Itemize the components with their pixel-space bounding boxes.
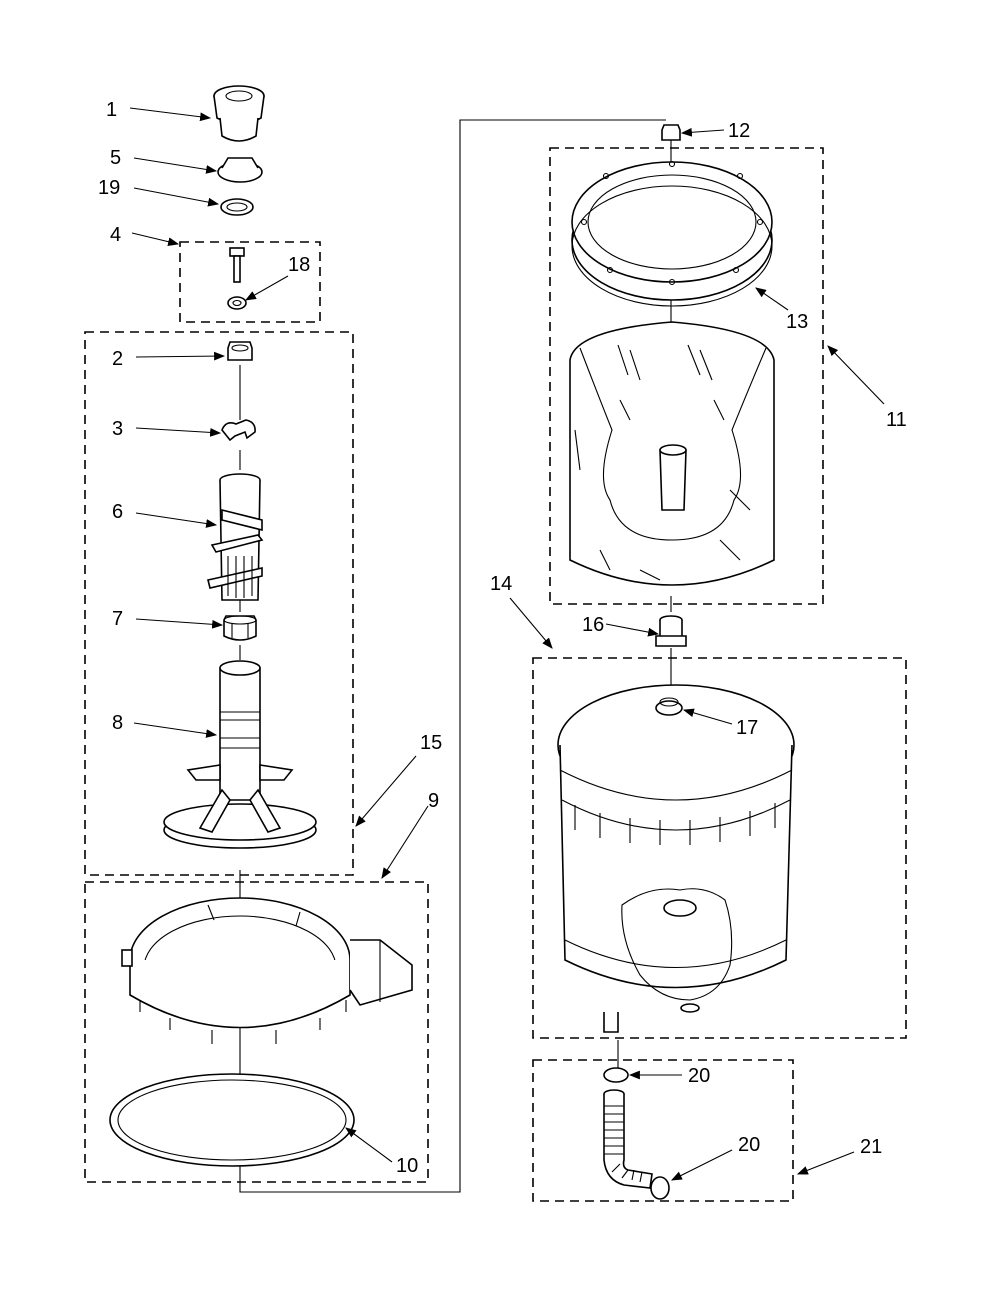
leader-12 — [680, 127, 725, 137]
leader-16 — [605, 623, 660, 637]
part-1-agitator-cap — [213, 85, 265, 142]
callout-20-top: 20 — [688, 1065, 710, 1087]
leader-1 — [129, 107, 212, 122]
part-17-seal — [655, 697, 683, 716]
group-box-11 — [549, 147, 824, 605]
group-box-4 — [179, 241, 321, 323]
leader-3 — [135, 427, 222, 437]
leader-6 — [135, 512, 218, 528]
leader-20-bottom — [671, 1149, 733, 1181]
callout-14: 14 — [490, 573, 512, 595]
leader-15 — [355, 755, 417, 827]
part-10-seal-ring — [109, 1073, 355, 1167]
assembly-connector-line — [239, 119, 666, 1193]
callout-6: 6 — [112, 501, 123, 523]
callout-15: 15 — [420, 732, 442, 754]
callout-12: 12 — [728, 120, 750, 142]
callout-5: 5 — [110, 147, 121, 169]
leader-18 — [245, 275, 289, 301]
callout-17: 17 — [736, 717, 758, 739]
leader-7 — [135, 618, 224, 629]
callout-19: 19 — [98, 177, 120, 199]
callout-7: 7 — [112, 608, 123, 630]
leader-4 — [131, 232, 180, 246]
callout-18: 18 — [288, 254, 310, 276]
group-box-21 — [532, 1059, 794, 1202]
part-12-nut — [661, 124, 681, 141]
leader-19 — [133, 187, 220, 207]
part-6-auger — [207, 473, 264, 601]
part-14-outer-tub — [557, 684, 795, 1033]
leader-2 — [135, 351, 226, 361]
callout-11: 11 — [886, 409, 907, 431]
part-16-hub — [655, 615, 687, 647]
leader-13 — [755, 287, 789, 311]
part-3-clip — [221, 419, 256, 442]
leader-17 — [682, 708, 733, 725]
leader-8 — [133, 722, 218, 738]
part-13-balance-ring — [571, 160, 773, 307]
leader-21 — [796, 1151, 855, 1175]
callout-21: 21 — [860, 1136, 882, 1158]
callout-8: 8 — [112, 712, 123, 734]
callout-3: 3 — [112, 418, 123, 440]
leader-11 — [827, 345, 885, 405]
part-5-cam — [217, 157, 263, 183]
leader-5 — [133, 157, 218, 174]
part-20-clamp-top — [603, 1067, 629, 1083]
callout-9: 9 — [428, 790, 439, 812]
leader-14 — [509, 597, 553, 649]
group-box-14 — [532, 657, 907, 1039]
group-box-15 — [84, 331, 354, 876]
part-9-tub-ring — [121, 897, 413, 1044]
callout-16: 16 — [582, 614, 604, 636]
part-11-basket — [569, 321, 775, 586]
callout-2: 2 — [112, 348, 123, 370]
part-2-nut — [227, 341, 253, 361]
part-4-bolt — [229, 247, 245, 283]
leader-10 — [345, 1127, 393, 1163]
group-box-9 — [84, 881, 429, 1183]
callout-13: 13 — [786, 311, 808, 333]
callout-20-bottom: 20 — [738, 1134, 760, 1156]
part-19-ring — [220, 198, 254, 216]
part-18-washer — [227, 296, 247, 310]
part-20-clamp-bottom — [650, 1176, 670, 1200]
callout-1: 1 — [106, 99, 117, 121]
part-7-ring — [223, 615, 257, 641]
leader-9 — [381, 805, 429, 879]
part-8-agitator-base — [163, 660, 317, 849]
callout-4: 4 — [110, 224, 121, 246]
callout-10: 10 — [396, 1155, 418, 1177]
part-21-drain-hose — [603, 1089, 653, 1189]
